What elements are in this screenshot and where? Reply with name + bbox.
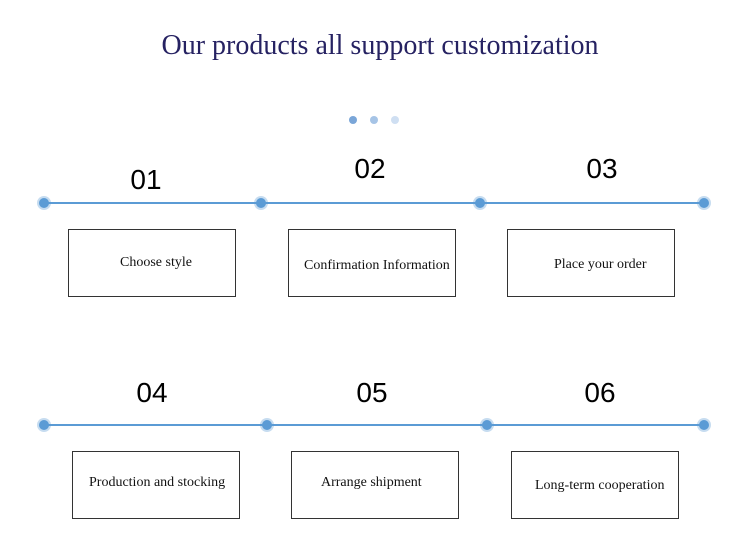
step-box — [507, 229, 675, 297]
step-label: Choose style — [120, 255, 192, 270]
step-number: 03 — [586, 153, 618, 184]
step-number: 01 — [130, 164, 162, 195]
pager-dot — [391, 116, 399, 124]
step-number: 05 — [356, 377, 388, 408]
step-number: 02 — [354, 153, 386, 184]
step-box — [291, 451, 459, 519]
timeline-node — [39, 198, 49, 208]
timeline-node — [475, 198, 485, 208]
step-label: Long-term cooperation — [535, 478, 665, 493]
step-label: Place your order — [554, 257, 647, 272]
step-number: 04 — [136, 377, 168, 408]
pager-dot — [370, 116, 378, 124]
step-label: Production and stocking — [89, 475, 226, 490]
pager-dot — [349, 116, 357, 124]
timeline-node — [256, 198, 266, 208]
step-box — [511, 451, 679, 519]
step-label: Confirmation Information — [304, 258, 450, 273]
step-box — [288, 229, 456, 297]
step-box — [68, 229, 236, 297]
timeline-node — [482, 420, 492, 430]
step-label: Arrange shipment — [321, 475, 422, 490]
timeline-node — [699, 198, 709, 208]
step-box — [72, 451, 240, 519]
timeline-node — [699, 420, 709, 430]
step-number: 06 — [584, 377, 616, 408]
timeline-node — [262, 420, 272, 430]
timeline-line-row-2 — [44, 424, 704, 426]
page-title: Our products all support customization — [161, 30, 599, 61]
timeline-node — [39, 420, 49, 430]
timeline-line-row-1 — [44, 202, 704, 204]
